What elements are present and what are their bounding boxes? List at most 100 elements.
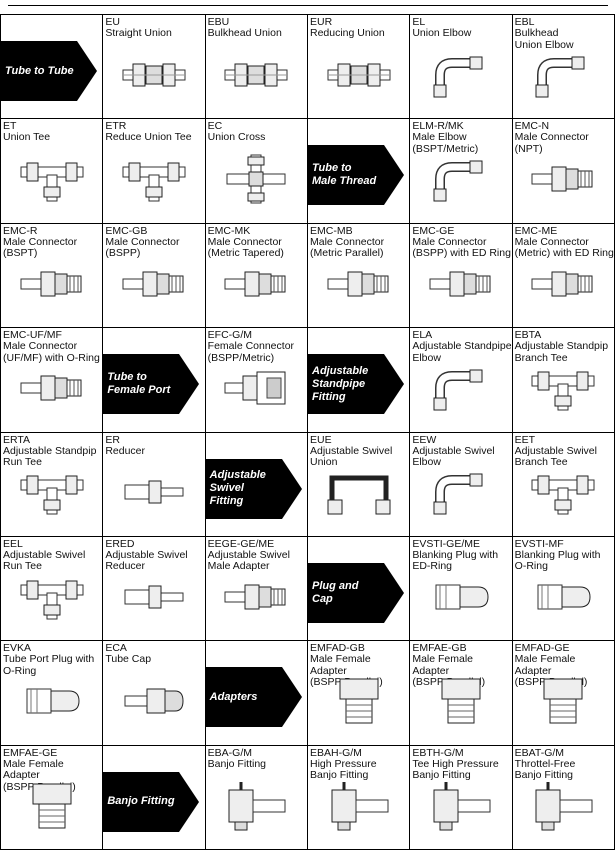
category-cell: Adjustable Standpipe Fitting [308,328,411,433]
elbow-icon [433,56,483,98]
swivel-union-icon [327,475,391,515]
fitting-code: EMFAD-GE [514,642,570,655]
elbow-icon [433,160,483,202]
straight-union-icon [122,63,186,87]
category-banner: Tube to Female Port [103,354,201,415]
fitting-name: Adjustable Swivel Reducer [105,548,188,573]
fitting-name: Union Elbow [412,27,472,39]
category-banner: Tube to Male Thread [308,145,406,206]
plug-icon [537,584,591,610]
plug-icon [435,584,489,610]
category-cell: Adjustable Swivel Fitting [205,432,308,537]
fitting-code: EBAH-G/M [310,746,362,759]
connector-icon [20,271,82,297]
arrow-banner-icon [308,562,404,623]
banjo-icon [331,781,389,831]
fitting-name: Adjustable Swivel Union [310,444,393,468]
fitting-code: ER [105,433,120,446]
fitting-code: EEW [412,433,437,446]
straight-union-icon [327,63,391,87]
fitting-name: Reducer [105,444,146,457]
category-banner: Adapters [205,667,304,728]
straight-union-icon [224,63,288,87]
category-label: Adjustable Swivel Fitting [209,469,266,507]
reducer-icon [124,585,184,609]
category-banner: Banjo Fitting [103,771,201,832]
fitting-code: EMFAE-GB [412,642,467,655]
fitting-name: Union Cross [207,131,266,144]
category-cell: Tube to Tube [1,15,104,120]
arrow-banner-icon [308,145,404,206]
connector-icon [531,271,593,297]
arrow-banner-icon [205,458,302,519]
fitting-code: ERED [105,537,135,550]
adapter-icon [339,678,379,724]
connector-icon [327,271,389,297]
category-label: Tube to Female Port [107,371,171,397]
fitting-name: Bulkhead Union [207,27,282,39]
fitting-name: Blanking Plug with ED-Ring [412,548,499,573]
arrow-banner-icon [103,354,200,415]
cross-icon [226,154,286,204]
fitting-name: Male Connector (UF/MF) with O-Ring [3,340,100,364]
fitting-code: ERTA [3,433,31,446]
plug-icon [26,688,80,714]
fitting-name: Adjustable Swivel Run Tee [3,548,86,573]
fitting-name: Tee High Pressure Banjo Fitting [412,757,499,782]
arrow-banner-icon [1,41,97,101]
category-cell: Tube to Male Thread [308,119,411,224]
category-label: Tube to Male Thread [312,162,377,188]
fitting-code: EBTH-G/M [412,746,464,759]
category-cell: Plug and Cap [308,536,411,642]
fitting-code: EMFAE-GE [3,746,58,759]
fitting-code: EUR [310,16,333,28]
fitting-name: Reducing Union [310,27,385,39]
fitting-code: EFC-G/M [207,329,252,342]
top-rule [8,5,608,6]
category-label: Tube to Tube [5,64,74,77]
fitting-name: Straight Union [105,27,172,39]
fitting-name: Blanking Plug with O-Ring [514,548,601,573]
category-label: Plug and Cap [312,579,359,605]
fitting-name: Tube Port Plug with O-Ring [3,653,95,677]
adapter-icon [441,678,481,724]
fitting-code: EBTA [514,329,542,342]
fitting-code: EET [514,433,536,446]
adapter-icon [543,678,583,724]
tee-icon [531,475,595,515]
elbow-icon [433,369,483,411]
fitting-code: ECA [105,642,127,655]
fitting-name: High Pressure Banjo Fitting [310,757,377,782]
fitting-code: EMFAD-GB [310,642,365,655]
connector-icon [122,271,184,297]
fitting-code: EMC-MK [207,224,251,237]
fitting-name: Adjustable Swivel Male Adapter [207,548,290,573]
fitting-name: Adjustable Swivel Branch Tee [514,444,597,468]
category-banner: Adjustable Standpipe Fitting [308,354,406,415]
fitting-code: EBL [514,16,535,28]
elbow-icon [433,473,483,515]
arrow-banner-icon [103,771,200,832]
fitting-name: Adjustable Standpipe Elbow [412,340,512,364]
